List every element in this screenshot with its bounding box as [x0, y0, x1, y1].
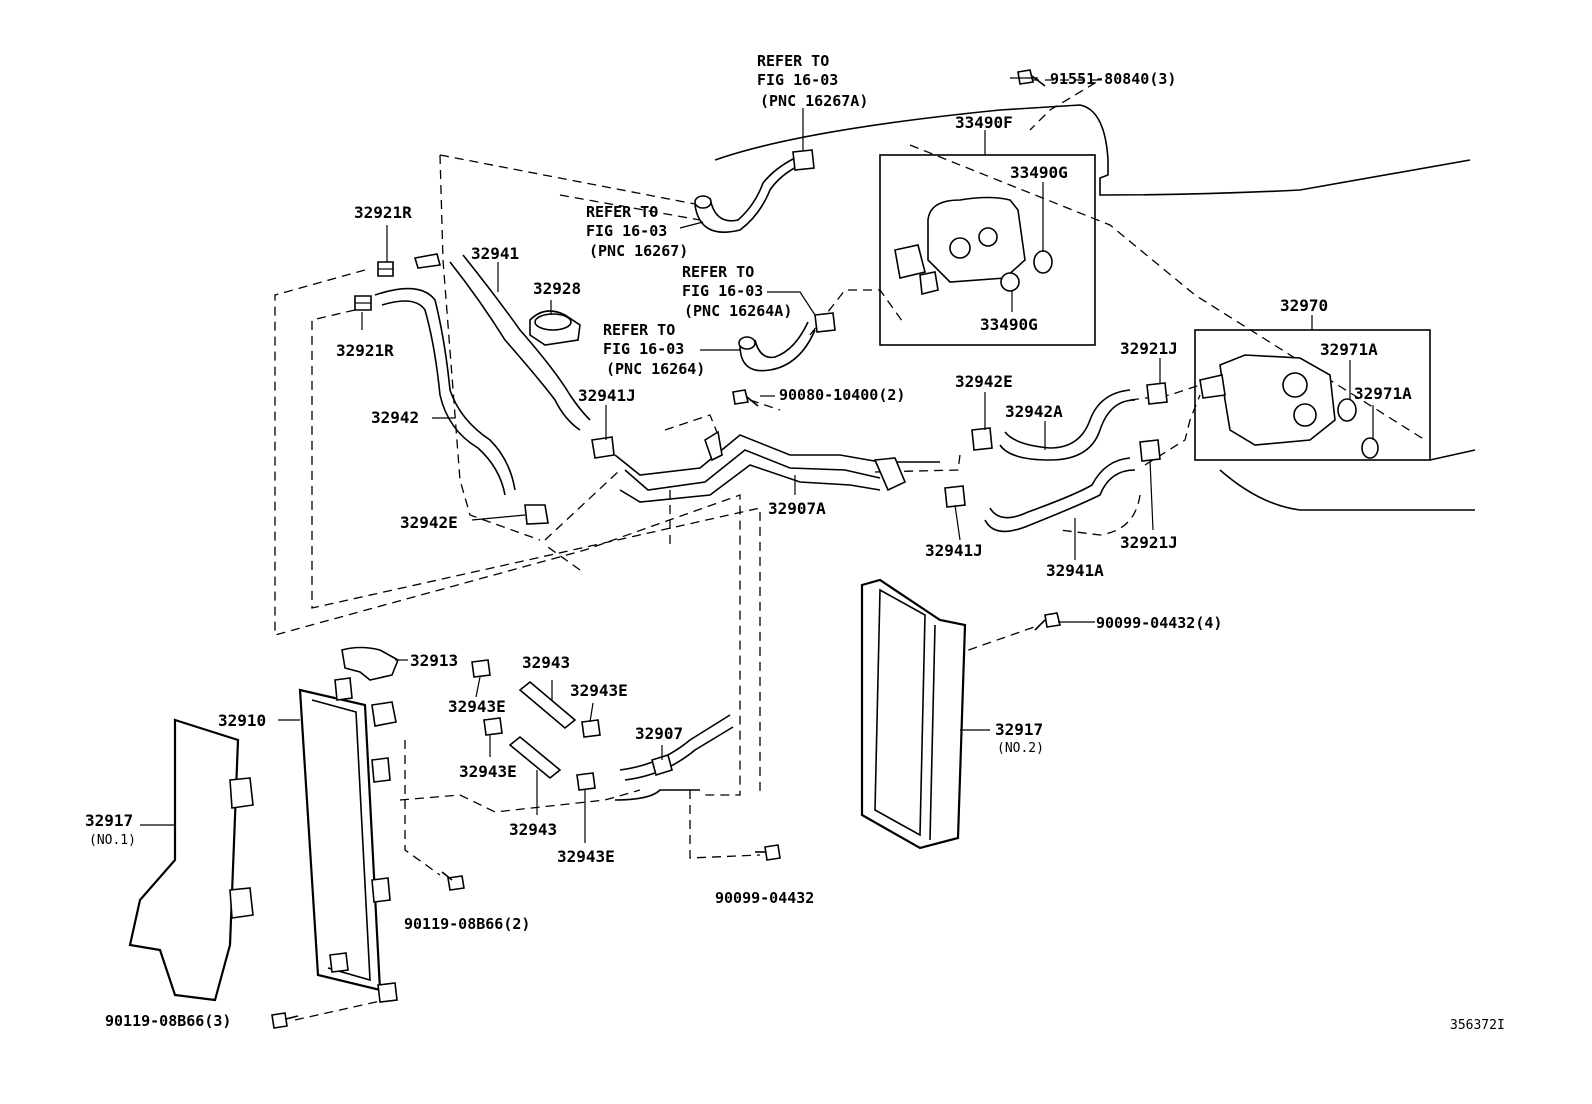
label-32917-no1: 32917	[85, 811, 133, 830]
part-32913	[341, 646, 400, 681]
refer-16264a-line3: (PNC 16264A)	[684, 302, 792, 320]
refer-16264a-line2: FIG 16-03	[682, 282, 763, 300]
bolt-90099-4	[1034, 612, 1061, 631]
clamp-32941j-bot	[944, 485, 966, 508]
label-32913: 32913	[410, 651, 458, 670]
label-32921j-top: 32921J	[1120, 339, 1178, 358]
label-32917-no2: 32917	[995, 720, 1043, 739]
label-90119-2: 90119-08B66(2)	[404, 915, 530, 933]
refer-16264-line2: FIG 16-03	[603, 340, 684, 358]
refer-16264-line1: REFER TO	[603, 321, 675, 339]
label-32941a: 32941A	[1046, 561, 1104, 580]
label-32970: 32970	[1280, 296, 1328, 315]
clamp-32942e-right	[971, 427, 993, 451]
clamp-32921r-bot	[354, 295, 372, 311]
clamp-32942e-left	[524, 504, 549, 525]
hose-32942a	[999, 389, 1136, 461]
bolt-90119-2	[441, 871, 465, 891]
box-33490f	[879, 154, 1096, 346]
label-32921r-top: 32921R	[354, 203, 412, 222]
hose-32942	[374, 287, 516, 496]
part-32910	[298, 677, 398, 1003]
label-33490g-top: 33490G	[1010, 163, 1068, 182]
label-32941: 32941	[471, 244, 519, 263]
hose-32941	[413, 253, 591, 431]
refer-16267-line1: REFER TO	[586, 203, 658, 221]
refer-16267: REFER TO FIG 16-03 (PNC 16267)	[586, 203, 688, 260]
refer-16264a-line1: REFER TO	[682, 263, 754, 281]
part-32917-no2	[860, 578, 967, 850]
label-32907: 32907	[635, 724, 683, 743]
label-32942a: 32942A	[1005, 402, 1063, 421]
refer-16267a-line2: FIG 16-03	[757, 71, 838, 89]
refer-16267a: REFER TO FIG 16-03 (PNC 16267A)	[757, 52, 868, 110]
label-32917-no1-sub: (NO.1)	[89, 833, 136, 848]
label-91551: 91551-80840(3)	[1050, 70, 1176, 88]
refer-16267-line2: FIG 16-03	[586, 222, 667, 240]
label-90099-4: 90099-04432(4)	[1096, 614, 1222, 632]
label-90119-3: 90119-08B66(3)	[105, 1012, 231, 1030]
label-32942e-left: 32942E	[400, 513, 458, 532]
bolt-90099	[755, 844, 781, 861]
clamp-32921r-top	[377, 261, 394, 277]
label-32941j-top: 32941J	[578, 386, 636, 405]
clamp-32943e-4	[576, 772, 596, 791]
label-32921r-bot: 32921R	[336, 341, 394, 360]
engine-outline	[439, 104, 1476, 511]
label-90099: 90099-04432	[715, 889, 814, 907]
box-32970	[1194, 329, 1431, 461]
clamp-32943e-3	[483, 717, 503, 736]
label-90080: 90080-10400(2)	[779, 386, 905, 404]
hose-32941a	[984, 457, 1136, 533]
refer-16267-line3: (PNC 16267)	[589, 242, 688, 260]
label-32943-top: 32943	[522, 653, 570, 672]
label-32943e-3: 32943E	[459, 762, 517, 781]
clamp-16264a	[814, 312, 836, 333]
label-32943e-1: 32943E	[448, 697, 506, 716]
refer-16264a: REFER TO FIG 16-03 (PNC 16264A)	[682, 263, 792, 320]
label-32910: 32910	[218, 711, 266, 730]
assembly-dashed-lines	[274, 79, 1426, 1021]
clamp-32921j-top	[1146, 382, 1168, 405]
pipe-32907a	[614, 430, 940, 503]
label-32917-no2-sub: (NO.2)	[997, 741, 1044, 756]
label-32941j-bot: 32941J	[925, 541, 983, 560]
clamp-32943e-1	[471, 659, 491, 678]
clamp-16267a	[792, 149, 815, 171]
part-32943-bot	[508, 735, 562, 780]
part-32928	[529, 310, 581, 346]
label-32942: 32942	[371, 408, 419, 427]
refer-16264-line3: (PNC 16264)	[606, 360, 705, 378]
label-32921j-bot: 32921J	[1120, 533, 1178, 552]
label-32971a-bot: 32971A	[1354, 384, 1412, 403]
clamp-32921j-bot	[1139, 439, 1161, 462]
bolt-90080	[732, 389, 759, 407]
label-32943e-2: 32943E	[570, 681, 628, 700]
label-33490g-bot: 33490G	[980, 315, 1038, 334]
label-32943-bot: 32943	[509, 820, 557, 839]
clamp-32943e-2	[581, 719, 601, 738]
part-32917-no1	[128, 718, 254, 1002]
hose-refer-16264	[738, 321, 816, 372]
bolt-90119-3	[271, 1012, 299, 1029]
refer-16264: REFER TO FIG 16-03 (PNC 16264)	[603, 321, 705, 378]
hose-refer-16267a	[694, 157, 801, 234]
label-32943e-4: 32943E	[557, 847, 615, 866]
part-32943-top	[518, 680, 577, 730]
refer-16267a-line3: (PNC 16267A)	[760, 92, 868, 110]
label-32928: 32928	[533, 279, 581, 298]
figure-id: 356372I	[1450, 1018, 1505, 1033]
refer-16267a-line1: REFER TO	[757, 52, 829, 70]
leader-lines	[140, 77, 1374, 843]
label-32907a: 32907A	[768, 499, 826, 518]
part-32907	[614, 714, 734, 801]
clamp-32941j-top	[591, 436, 615, 459]
label-32942e-right: 32942E	[955, 372, 1013, 391]
label-33490f: 33490F	[955, 113, 1013, 132]
label-32971a-top: 32971A	[1320, 340, 1378, 359]
